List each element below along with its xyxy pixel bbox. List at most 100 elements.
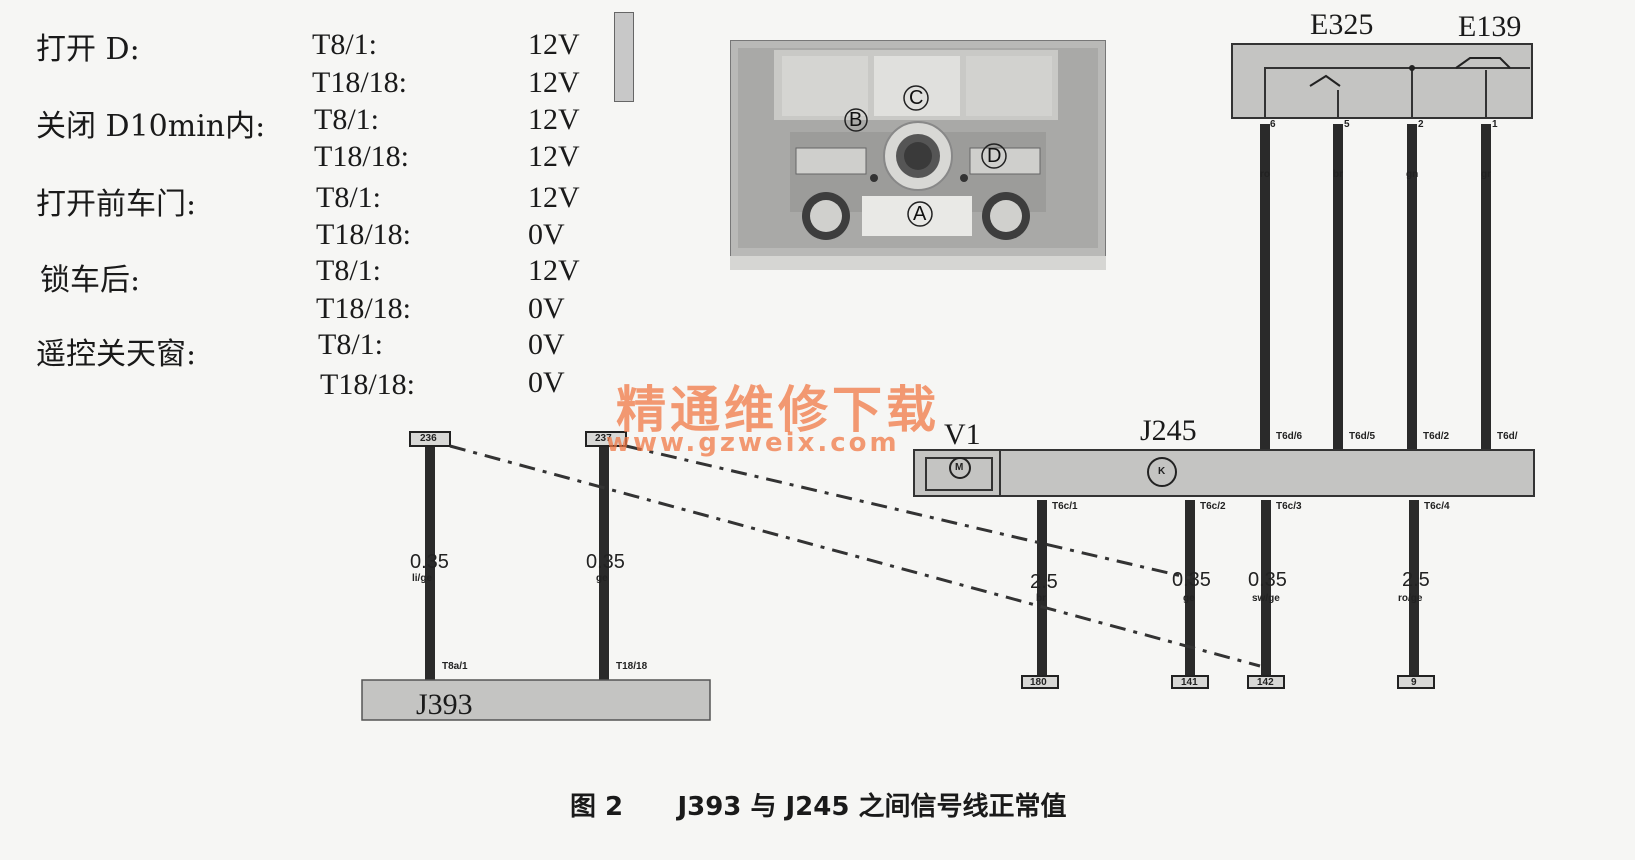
pin-label: 1 (1492, 119, 1498, 130)
v1-symbol: M (955, 462, 964, 473)
connector-label: T6c/4 (1424, 501, 1450, 512)
connector-label: T6d/6 (1276, 431, 1303, 442)
voltage-table: 打开 D: T8/1: 12V T18/18: 12V 关闭 D10min内: … (0, 0, 640, 420)
connector-label: T6d/2 (1423, 431, 1450, 442)
link-lines (449, 444, 1261, 668)
e325-e139-module-box (1231, 43, 1533, 119)
voltage-value: 12V (528, 66, 580, 99)
node-label: 9 (1411, 677, 1417, 688)
figure-caption: 图 2 J393 与 J245 之间信号线正常值 (570, 792, 1067, 822)
node-label: 237 (595, 433, 612, 444)
j245-label: J245 (1140, 414, 1197, 447)
node-box (1171, 675, 1209, 689)
wire-color-label: br (1333, 169, 1343, 180)
pin-label: 5 (1344, 119, 1350, 130)
wire-gauge-label: 2.5 (1030, 571, 1058, 593)
voltage-value: 12V (528, 140, 580, 173)
top-wires (1260, 124, 1491, 450)
j245-symbol: K (1158, 466, 1166, 477)
connector-label: T6d/5 (1349, 431, 1376, 442)
node-box (1021, 675, 1059, 689)
voltage-value: 12V (528, 28, 580, 61)
junction-dot (1409, 65, 1415, 71)
condition-label: 打开 D: (36, 32, 140, 67)
node-label: 141 (1181, 677, 1198, 688)
pin-label: 2 (1418, 119, 1424, 130)
j393-label: J393 (416, 688, 473, 721)
voltage-value: 0V (528, 366, 565, 399)
wire-color-label: ro (1260, 169, 1270, 180)
connector-label: T8a/1 (442, 661, 468, 672)
watermark-url: www.gzweix.com (606, 428, 900, 458)
v1-label: V1 (944, 418, 981, 451)
module-internal-line (1264, 67, 1530, 118)
node-boxes (409, 431, 1435, 689)
wire-color-label: gn (1406, 169, 1419, 180)
node-label: 180 (1030, 677, 1047, 688)
node-label: 236 (420, 433, 437, 444)
condition-label: 关闭 D10min内: (36, 109, 266, 144)
watermark-title: 精通维修下载 (616, 381, 940, 439)
voltage-value: 0V (528, 218, 565, 251)
node-box (1247, 675, 1285, 689)
node-label: 142 (1257, 677, 1274, 688)
connector-label: T6c/3 (1276, 501, 1302, 512)
j245-relay-circle (1147, 457, 1177, 487)
connector-label: T6c/1 (1052, 501, 1078, 512)
photo-label-d: D (987, 145, 1002, 167)
voltage-value: 12V (528, 181, 580, 214)
v1-motor-circle (949, 457, 971, 479)
wire-gauge-label: 2.5 (1402, 569, 1430, 591)
wire-gauge-label: 0.35 (1172, 569, 1211, 591)
control-panel-photo: C B D A (729, 39, 1107, 271)
e139-label: E139 (1458, 10, 1522, 43)
wire-color-label: gr (1481, 169, 1491, 180)
j393-module-bar (361, 679, 711, 721)
wire-color-label: li/ge (412, 573, 433, 584)
photo-label-a: A (913, 203, 927, 225)
temperature-sensor-symbol (1455, 57, 1511, 69)
connector-label: T6c/2 (1200, 501, 1226, 512)
wire-color-label: br (1036, 593, 1046, 604)
link-line-237-141 (625, 444, 1191, 580)
wire-color-label: ge (596, 573, 608, 584)
wire-gauge-label: 0.35 (1248, 569, 1287, 591)
voltage-value: 12V (528, 254, 580, 287)
connector-label: T18/18 (616, 661, 648, 672)
voltage-value: 0V (528, 328, 565, 361)
voltage-value: 0V (528, 292, 565, 325)
photo-label-c: C (909, 87, 924, 109)
node-box (409, 431, 451, 447)
voltage-value: 12V (528, 103, 580, 136)
wire-color-label: ge (1183, 593, 1195, 604)
terminal-label: T18/18: (314, 140, 409, 173)
control-panel-illustration (729, 39, 1107, 271)
wire-color-label: ro/ge (1398, 593, 1423, 604)
wire-gauge-label: 0.35 (586, 551, 625, 573)
connector-label: T6d/ (1497, 431, 1518, 442)
terminal-label: T18/18: (320, 368, 415, 401)
terminal-label: T8/1: (316, 254, 381, 287)
condition-label: 遥控关天窗: (36, 337, 197, 372)
terminal-label: T18/18: (316, 292, 411, 325)
marker-bar (614, 12, 634, 102)
j245-module-bar (913, 449, 1535, 497)
wire-gauge-label: 0.35 (410, 551, 449, 573)
wire-color-label: sw/ge (1252, 593, 1280, 604)
link-line-236-142 (449, 444, 1261, 668)
node-box (1397, 675, 1435, 689)
switch-symbol (1309, 74, 1341, 87)
e325-label: E325 (1310, 8, 1374, 41)
terminal-label: T18/18: (312, 66, 407, 99)
pin-label: 6 (1270, 119, 1276, 130)
condition-label: 打开前车门: (36, 187, 197, 222)
terminal-label: T8/1: (316, 181, 381, 214)
terminal-label: T8/1: (318, 328, 383, 361)
condition-label: 锁车后: (40, 263, 141, 298)
terminal-label: T18/18: (316, 218, 411, 251)
photo-label-b: B (849, 109, 863, 131)
terminal-label: T8/1: (312, 28, 377, 61)
node-box (585, 431, 627, 447)
terminal-label: T8/1: (314, 103, 379, 136)
